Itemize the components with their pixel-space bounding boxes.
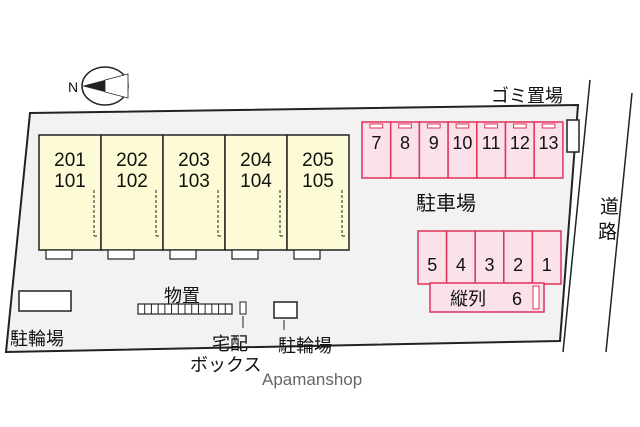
garbage-label: ゴミ置場 (491, 86, 563, 107)
parking-space-number: 1 (542, 255, 552, 275)
parking-space-12: 12 (504, 121, 535, 179)
entrance-step (169, 249, 197, 260)
parking-space-10: 10 (447, 121, 478, 179)
unit-number-lower: 104 (240, 171, 272, 192)
entrance-step (231, 249, 259, 260)
bike-parking-left-label: 駐輪場 (10, 329, 64, 350)
parking-space-11: 11 (476, 121, 507, 179)
garbage-station (566, 119, 580, 153)
parking-space-number: 10 (452, 133, 472, 153)
parking-space-3: 3 (474, 230, 505, 285)
parking-space-8: 8 (389, 121, 421, 179)
unit-number-upper: 202 (116, 150, 148, 171)
entrance-step (107, 249, 135, 260)
compass: N (68, 66, 129, 106)
bike-parking-right-label: 駐輪場 (278, 336, 332, 357)
parking-space-number: 7 (371, 133, 381, 153)
unit-number-lower: 101 (54, 171, 86, 192)
delivery-box (239, 301, 247, 315)
entrance-step (45, 249, 73, 260)
tandem-label: 縦列 (450, 289, 486, 310)
parking-space-5: 5 (417, 230, 448, 285)
parking-space-7: 7 (361, 121, 392, 179)
parking-space-2: 2 (503, 230, 534, 285)
delivery-box-label-1: 宅配 (212, 334, 248, 355)
parking-space-number: 11 (482, 133, 501, 153)
parking-space-number: 9 (429, 133, 439, 153)
parking-label: 駐車場 (416, 191, 476, 215)
unit-number-upper: 205 (302, 150, 334, 171)
parking-space-number: 4 (456, 255, 466, 275)
parking-space-9: 9 (418, 121, 449, 179)
road-label-1: 道 (600, 196, 619, 218)
tandem-parking-space (429, 282, 545, 313)
parking-space-number: 3 (484, 255, 494, 275)
parking-space-number: 5 (427, 255, 437, 275)
parking-space-13: 13 (533, 121, 564, 179)
unit-number-upper: 204 (240, 150, 272, 171)
unit-number-upper: 203 (178, 150, 210, 171)
unit-number-upper: 201 (54, 150, 86, 171)
bike-parking-left (18, 290, 72, 312)
unit-number-lower: 103 (178, 171, 210, 192)
unit-number-lower: 102 (116, 171, 148, 192)
parking-space-1: 1 (531, 230, 562, 285)
north-label: N (68, 79, 78, 95)
unit-number-lower: 105 (302, 171, 334, 192)
road-edge-near (562, 79, 591, 353)
parking-space-number: 2 (513, 255, 523, 275)
entrance-step (293, 249, 321, 260)
storage-shed (137, 303, 233, 315)
tandem-number: 6 (512, 289, 522, 309)
road-label-2: 路 (598, 221, 617, 243)
parking-space-number: 8 (400, 133, 410, 153)
parking-space-number: 12 (510, 133, 530, 153)
parking-space-4: 4 (445, 230, 476, 285)
road-edge-far (605, 92, 633, 353)
bike-parking-right (273, 301, 298, 319)
delivery-box-label-2: ボックス (190, 355, 261, 376)
watermark-logo: Apamanshop (262, 370, 362, 389)
storage-label: 物置 (164, 286, 200, 307)
parking-space-number: 13 (539, 133, 559, 153)
